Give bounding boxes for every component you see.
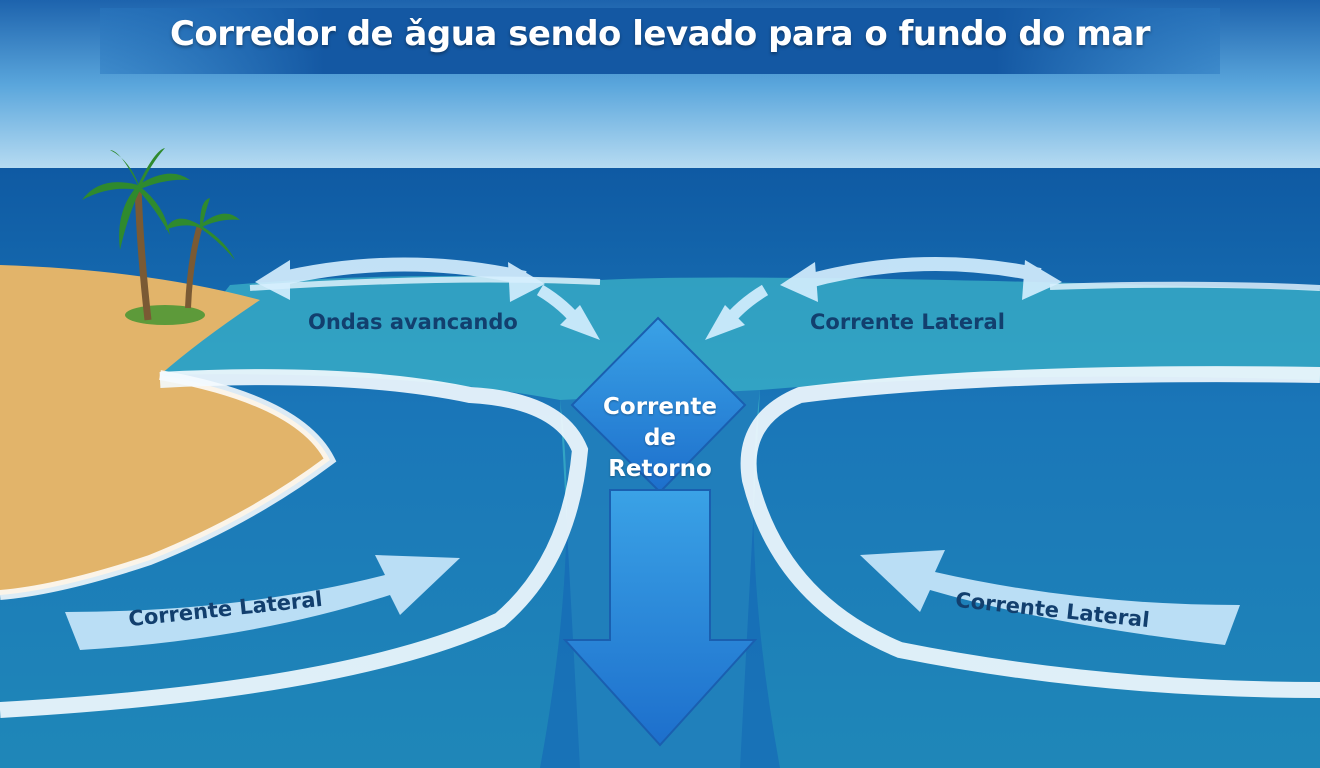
rip-label-line2: de bbox=[643, 425, 677, 451]
wave-horizon bbox=[249, 276, 1320, 291]
label-lateral-current-top-right: Corrente Lateral bbox=[810, 310, 1005, 334]
diagram-title: Corredor de ǎgua sendo levado para o fun… bbox=[169, 14, 1151, 54]
wave-left bbox=[0, 369, 589, 718]
surf-foam-beach bbox=[0, 370, 337, 600]
rip-label-line3: Retorno bbox=[608, 456, 712, 482]
label-waves-advancing: Ondas avancando bbox=[308, 310, 518, 334]
curved-arrows-top bbox=[255, 257, 1062, 340]
rip-current-arrow bbox=[562, 316, 758, 747]
wave-right bbox=[740, 366, 1320, 698]
palm-trees bbox=[82, 148, 240, 325]
label-rip-current: Corrente de Retorno bbox=[560, 392, 760, 485]
lateral-arrows-bottom bbox=[65, 550, 1240, 650]
title-band bbox=[100, 8, 1220, 74]
rip-label-line1: Corrente bbox=[603, 394, 717, 420]
